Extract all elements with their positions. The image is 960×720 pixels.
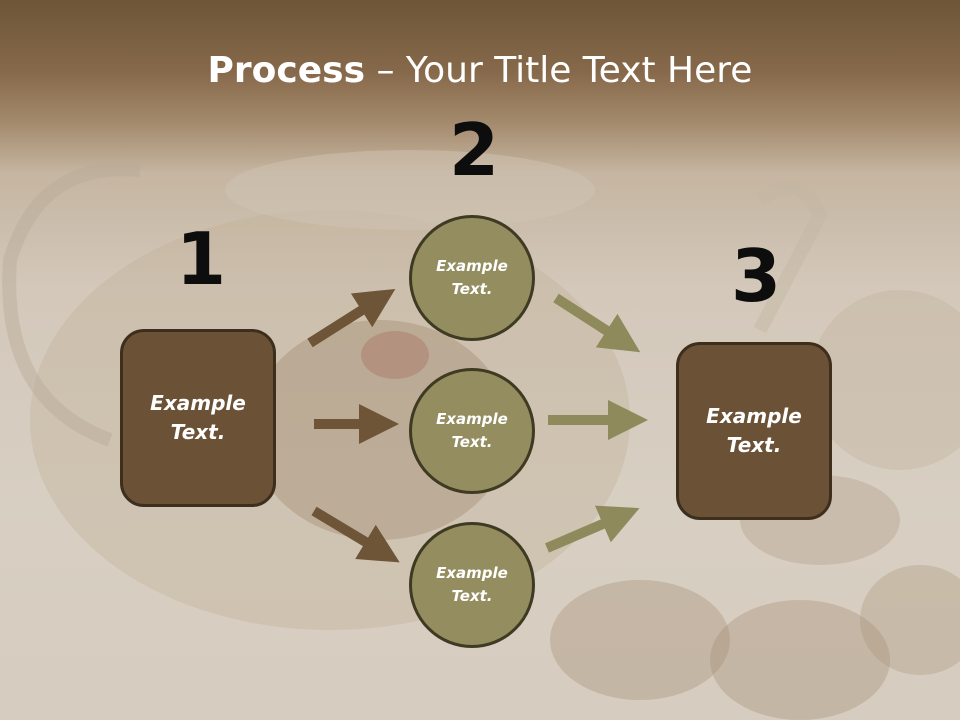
circle-bottom-line2: Text. [451,587,493,605]
circle-middle-line1: Example [436,410,508,428]
step-number-3: 3 [731,234,782,318]
arrow-circle-bottom-to-box [545,505,640,553]
title-rest: – Your Title Text Here [365,50,753,91]
circle-top-line1: Example [436,257,508,275]
arrow-circle-top-to-box [553,293,641,353]
circle-top-line2: Text. [451,280,493,298]
left-box-line2: Text. [170,420,226,444]
circle-bottom-line1: Example [436,564,508,582]
step-number-2: 2 [449,108,500,192]
step-number-1: 1 [176,217,227,301]
left-box-line1: Example [150,391,246,415]
arrow-box-to-circle-bottom [311,506,400,563]
right-box-line2: Text. [726,433,782,457]
right-box-line1: Example [706,404,802,428]
slide-title: Process – Your Title Text Here [0,50,960,91]
arrow-box-to-circle-top [307,288,396,348]
circle-middle-line2: Text. [451,433,493,451]
title-bold: Process [207,50,366,91]
